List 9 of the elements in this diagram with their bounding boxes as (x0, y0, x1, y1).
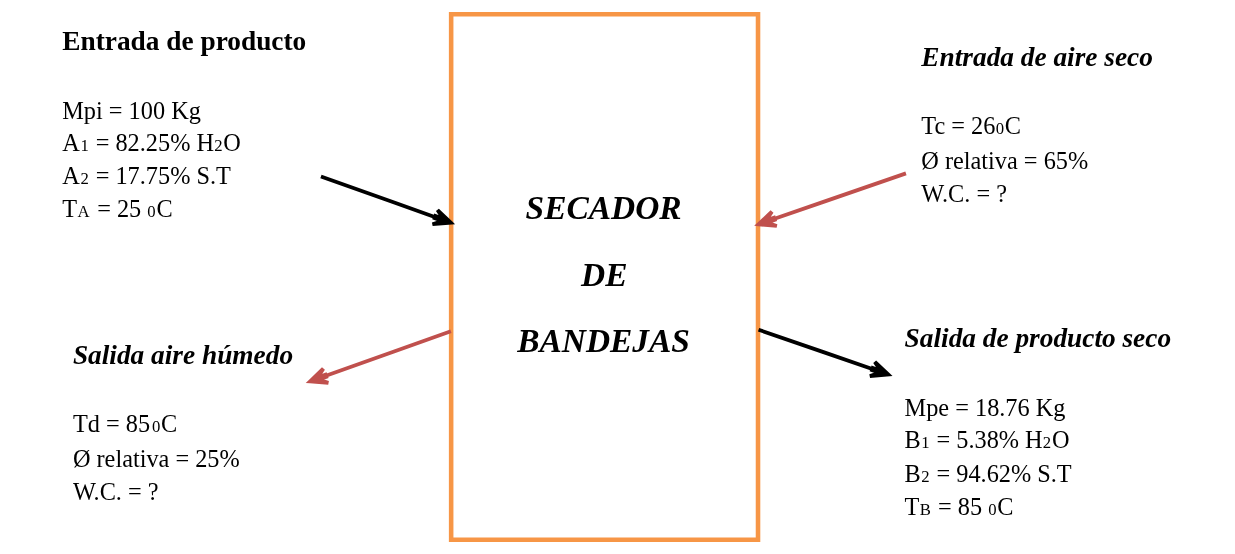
node-text: Salida de producto seco Mpe = 18.76 Kg B1 = 5.38% H2O B2 = 94.62% S.T TB = 85 0C (904, 323, 1172, 521)
arrow (756, 171, 907, 228)
arrow (757, 327, 891, 379)
arrow (320, 174, 453, 227)
node-text: Entrada de aire seco Tc = 260C Ø relativa = 65% W.C. = ? (921, 42, 1153, 208)
node-text: Entrada de producto Mpi = 100 Kg A1 = 82.25% H2O A2 = 17.75% S.T TA = 25 0C (62, 25, 307, 223)
node-box: SECADOR DE BANDEJAS (448, 11, 761, 543)
node-text: Salida aire húmedo Td = 850C Ø relativa = 25% W.C. = ? (72, 340, 294, 505)
arrow (308, 329, 452, 385)
